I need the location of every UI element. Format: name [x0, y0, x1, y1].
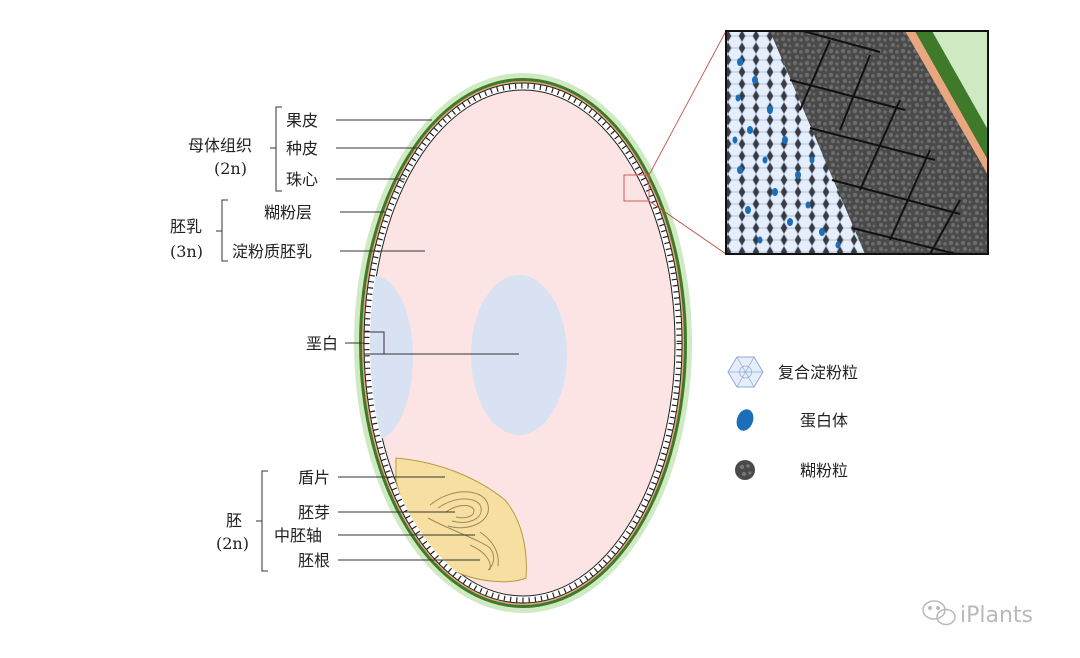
legend: 复合淀粉粒 蛋白体 糊粉粒 [728, 357, 858, 480]
label-aleurone-layer: 糊粉层 [264, 203, 312, 222]
label-chalky: 垩白 [306, 334, 338, 353]
label-seed-coat: 种皮 [286, 139, 318, 158]
legend-label-aleurone-grain: 糊粉粒 [800, 461, 848, 480]
watermark: iPlants [923, 601, 1033, 628]
label-mesocotyl: 中胚轴 [274, 526, 322, 545]
compound-starch-granule-icon [728, 357, 763, 387]
protein-body-icon [734, 407, 757, 433]
label-maternal-tissue: 母体组织 [188, 136, 252, 155]
label-scutellum: 盾片 [298, 468, 330, 487]
label-starchy-endosperm: 淀粉质胚乳 [232, 242, 312, 261]
label-embryo-ploidy: (2n) [216, 534, 249, 553]
inset-magnification [726, 31, 988, 262]
watermark-text: iPlants [960, 603, 1033, 628]
label-endosperm: 胚乳 [170, 217, 202, 236]
label-embryo: 胚 [226, 511, 242, 530]
grain [337, 73, 692, 613]
wechat-icon [923, 601, 955, 625]
label-endosperm-ploidy: (3n) [170, 242, 203, 261]
legend-label-compound-starch: 复合淀粉粒 [778, 363, 858, 382]
aleurone-grain-icon [735, 460, 755, 480]
label-maternal-ploidy: (2n) [214, 159, 247, 178]
zoom-connector-top [649, 31, 726, 175]
label-plumule: 胚芽 [298, 503, 330, 522]
legend-label-protein-body: 蛋白体 [800, 411, 848, 430]
label-nucellus: 珠心 [286, 170, 318, 189]
label-pericarp: 果皮 [286, 111, 318, 130]
chalky-region-center [471, 275, 567, 435]
label-radicle: 胚根 [298, 551, 330, 570]
